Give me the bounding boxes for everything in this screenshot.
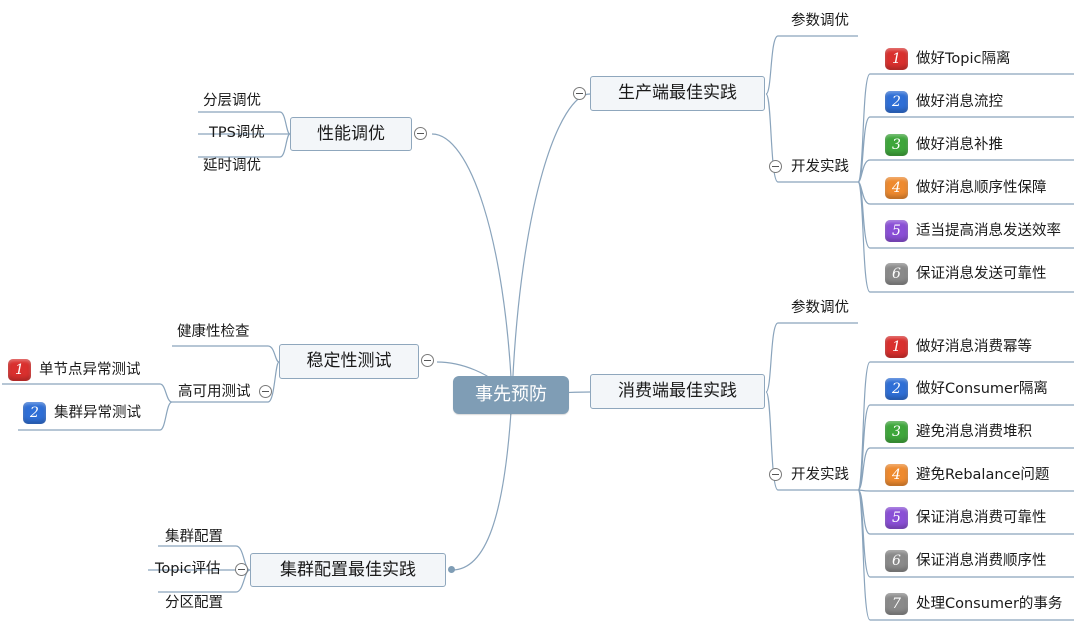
performance-layer-tuning[interactable]: 分层调优 <box>203 93 261 109</box>
priority-6-icon: 6 <box>885 550 908 572</box>
branch-performance[interactable]: 性能调优 <box>290 117 412 151</box>
producer-item-label: 做好消息顺序性保障 <box>916 180 1047 196</box>
consumer-item-label: 处理Consumer的事务 <box>916 596 1063 612</box>
producer-item-3[interactable]: 3 做好消息补推 <box>885 134 1003 156</box>
consumer-item-label: 保证消息消费可靠性 <box>916 510 1047 526</box>
consumer-item-7[interactable]: 7 处理Consumer的事务 <box>885 593 1062 615</box>
consumer-item-label: 做好Consumer隔离 <box>916 381 1048 397</box>
branch-producer[interactable]: 生产端最佳实践 <box>590 76 765 111</box>
consumer-item-label: 做好消息消费幂等 <box>916 339 1032 355</box>
connector-root-producer <box>511 93 591 397</box>
producer-item-2[interactable]: 2 做好消息流控 <box>885 91 1003 113</box>
cluster-partition-config[interactable]: 分区配置 <box>165 595 223 611</box>
stability-health-check[interactable]: 健康性检查 <box>177 324 250 340</box>
performance-tps-tuning[interactable]: TPS调优 <box>209 125 265 141</box>
producer-item-4[interactable]: 4 做好消息顺序性保障 <box>885 177 1047 199</box>
collapse-producer-icon[interactable] <box>573 87 586 100</box>
consumer-item-label: 保证消息消费顺序性 <box>916 553 1047 569</box>
priority-6-icon: 6 <box>885 263 908 285</box>
priority-2-icon: 2 <box>885 91 908 113</box>
cluster-config[interactable]: 集群配置 <box>165 529 223 545</box>
priority-1-icon: 1 <box>885 336 908 358</box>
producer-item-6[interactable]: 6 保证消息发送可靠性 <box>885 263 1047 285</box>
priority-4-icon: 4 <box>885 177 908 199</box>
producer-item-label: 做好Topic隔离 <box>916 51 1011 67</box>
branch-consumer[interactable]: 消费端最佳实践 <box>590 374 765 409</box>
consumer-param-tuning[interactable]: 参数调优 <box>791 300 849 316</box>
consumer-item-label: 避免消息消费堆积 <box>916 424 1032 440</box>
priority-3-icon: 3 <box>885 134 908 156</box>
priority-4-icon: 4 <box>885 464 908 486</box>
connector-consumer-children <box>765 322 858 491</box>
collapse-performance-icon[interactable] <box>414 127 427 140</box>
producer-item-5[interactable]: 5 适当提高消息发送效率 <box>885 220 1061 242</box>
producer-item-label: 适当提高消息发送效率 <box>916 223 1061 239</box>
connector-producer-children <box>765 35 858 183</box>
collapse-producer-dev-icon[interactable] <box>769 160 782 173</box>
performance-latency-tuning[interactable]: 延时调优 <box>203 158 261 174</box>
connector-producer-items <box>857 73 1074 293</box>
producer-param-tuning[interactable]: 参数调优 <box>791 13 849 29</box>
producer-dev-practice[interactable]: 开发实践 <box>791 159 849 175</box>
collapse-topic-evaluation-icon[interactable] <box>235 563 248 576</box>
consumer-item-5[interactable]: 5 保证消息消费可靠性 <box>885 507 1047 529</box>
connector-root-cluster <box>451 395 513 571</box>
root-topic[interactable]: 事先预防 <box>453 376 569 414</box>
ha-item-label: 集群异常测试 <box>54 405 141 421</box>
collapse-consumer-dev-icon[interactable] <box>769 468 782 481</box>
consumer-item-3[interactable]: 3 避免消息消费堆积 <box>885 421 1032 443</box>
connector-ha-children <box>2 383 173 431</box>
producer-item-label: 做好消息补推 <box>916 137 1003 153</box>
priority-5-icon: 5 <box>885 220 908 242</box>
ha-item-2[interactable]: 2 集群异常测试 <box>23 402 141 424</box>
connector-cluster <box>148 545 251 593</box>
consumer-item-label: 避免Rebalance问题 <box>916 467 1050 483</box>
producer-item-label: 保证消息发送可靠性 <box>916 266 1047 282</box>
connector-performance <box>198 111 291 158</box>
priority-1-icon: 1 <box>8 359 31 381</box>
consumer-dev-practice[interactable]: 开发实践 <box>791 467 849 483</box>
collapse-stability-icon[interactable] <box>421 354 434 367</box>
priority-1-icon: 1 <box>885 48 908 70</box>
consumer-item-2[interactable]: 2 做好Consumer隔离 <box>885 378 1048 400</box>
consumer-item-4[interactable]: 4 避免Rebalance问题 <box>885 464 1049 486</box>
connector-stability-ha <box>172 361 280 403</box>
producer-item-label: 做好消息流控 <box>916 94 1003 110</box>
priority-2-icon: 2 <box>23 402 46 424</box>
priority-3-icon: 3 <box>885 421 908 443</box>
branch-cluster[interactable]: 集群配置最佳实践 <box>250 553 446 587</box>
connector-stability-health <box>172 345 280 363</box>
priority-2-icon: 2 <box>885 378 908 400</box>
priority-5-icon: 5 <box>885 507 908 529</box>
priority-7-icon: 7 <box>885 593 908 615</box>
consumer-item-1[interactable]: 1 做好消息消费幂等 <box>885 336 1032 358</box>
collapse-ha-test-icon[interactable] <box>259 385 272 398</box>
cluster-topic-evaluation[interactable]: Topic评估 <box>155 561 221 577</box>
producer-item-1[interactable]: 1 做好Topic隔离 <box>885 48 1010 70</box>
connector-consumer-items <box>857 361 1074 621</box>
ha-item-label: 单节点异常测试 <box>39 362 141 378</box>
cluster-connector-dot-icon <box>448 566 455 573</box>
ha-item-1[interactable]: 1 单节点异常测试 <box>8 359 141 381</box>
stability-ha-test[interactable]: 高可用测试 <box>178 384 251 400</box>
branch-stability[interactable]: 稳定性测试 <box>279 344 419 379</box>
connector-root-performance <box>431 133 513 397</box>
consumer-item-6[interactable]: 6 保证消息消费顺序性 <box>885 550 1047 572</box>
